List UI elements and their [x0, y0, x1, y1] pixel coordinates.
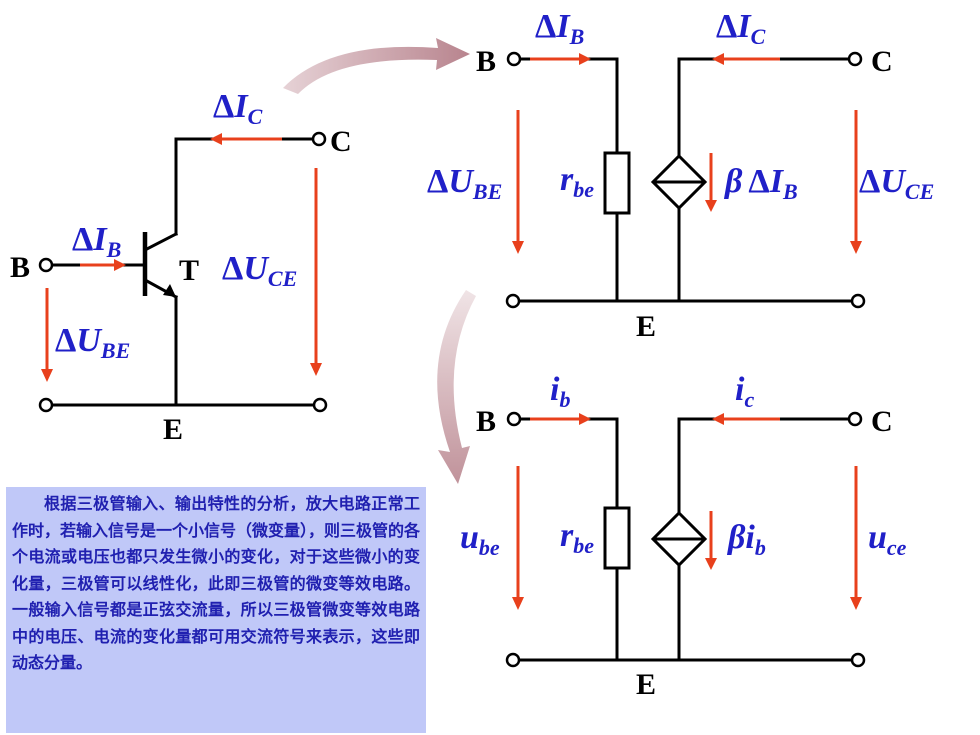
- terminal-c: [847, 51, 863, 67]
- terminal-e-left: [505, 293, 521, 309]
- vce-arrow: [850, 110, 862, 254]
- vbe-label: ube: [460, 519, 500, 560]
- dependent-current-source-icon: [650, 153, 708, 211]
- base-current-arrow: [80, 259, 126, 271]
- terminal-b: [506, 411, 522, 427]
- base-current-arrow: [530, 53, 591, 65]
- vbe-arrow: [41, 288, 53, 382]
- vbe-arrow: [512, 110, 524, 254]
- base-current-label: ib: [550, 371, 570, 412]
- terminal-b: [506, 51, 522, 67]
- transistor-icon: [142, 231, 179, 300]
- collector-current-label: ΔIC: [213, 88, 263, 129]
- explanation-textbox: 根据三极管输入、输出特性的分析，放大电路正常工作时，若输入信号是一个小信号（微变…: [6, 487, 426, 733]
- vce-arrow: [850, 466, 862, 610]
- resistor-icon: [603, 151, 631, 215]
- terminal-b-label: B: [476, 45, 496, 78]
- vce-label: ΔUCE: [222, 250, 297, 291]
- terminal-e-label: E: [163, 413, 183, 446]
- device-label: T: [179, 254, 199, 287]
- base-current-arrow: [530, 413, 591, 425]
- terminal-e-right: [850, 652, 866, 668]
- vbe-label: ΔUBE: [55, 322, 130, 363]
- curved-arrow-icon: [283, 38, 470, 94]
- terminal-c-label: C: [330, 125, 352, 158]
- collector-current-arrow: [712, 53, 780, 65]
- vce-arrow: [310, 168, 322, 376]
- resistor-icon: [603, 506, 631, 570]
- base-wire: [518, 57, 619, 155]
- collector-current-label: ic: [735, 371, 754, 412]
- collector-wire: [677, 57, 849, 158]
- base-wire: [518, 417, 619, 510]
- vbe-label: ΔUBE: [427, 163, 502, 204]
- terminal-b-label: B: [476, 405, 496, 438]
- collector-current-label: ΔIC: [716, 8, 766, 49]
- vce-label: uce: [868, 519, 907, 560]
- terminal-e-right: [312, 397, 328, 413]
- terminal-c-label: C: [871, 45, 893, 78]
- source-current-arrow: [705, 511, 717, 570]
- dependent-current-source-icon: [650, 510, 708, 568]
- terminal-b: [38, 257, 54, 273]
- terminal-e-label: E: [636, 668, 656, 701]
- resistor-label: rbe: [560, 517, 594, 558]
- terminal-e-label: E: [636, 310, 656, 343]
- terminal-b-label: B: [10, 251, 30, 284]
- collector-current-arrow: [712, 413, 780, 425]
- vbe-arrow: [512, 466, 524, 610]
- collector-wire: [677, 417, 849, 515]
- ac-equivalent-circuit: B C E ib ic ube uce rbe βib: [460, 371, 907, 701]
- source-label: βib: [726, 519, 766, 560]
- terminal-c: [311, 131, 327, 147]
- terminal-e-left: [505, 652, 521, 668]
- terminal-e-right: [850, 293, 866, 309]
- curved-arrow-icon: [437, 290, 476, 484]
- resistor-label: rbe: [560, 161, 594, 202]
- base-current-label: ΔIB: [72, 221, 121, 262]
- vce-label: ΔUCE: [859, 163, 934, 204]
- terminal-e-left: [38, 397, 54, 413]
- terminal-c: [847, 411, 863, 427]
- terminal-c-label: C: [871, 405, 893, 438]
- source-current-arrow: [705, 153, 717, 212]
- collector-current-arrow: [210, 133, 282, 145]
- collector-wire: [174, 137, 314, 236]
- transistor-circuit: B C E T ΔIB ΔIC ΔUBE ΔUCE: [10, 88, 352, 446]
- base-current-label: ΔIB: [535, 8, 584, 49]
